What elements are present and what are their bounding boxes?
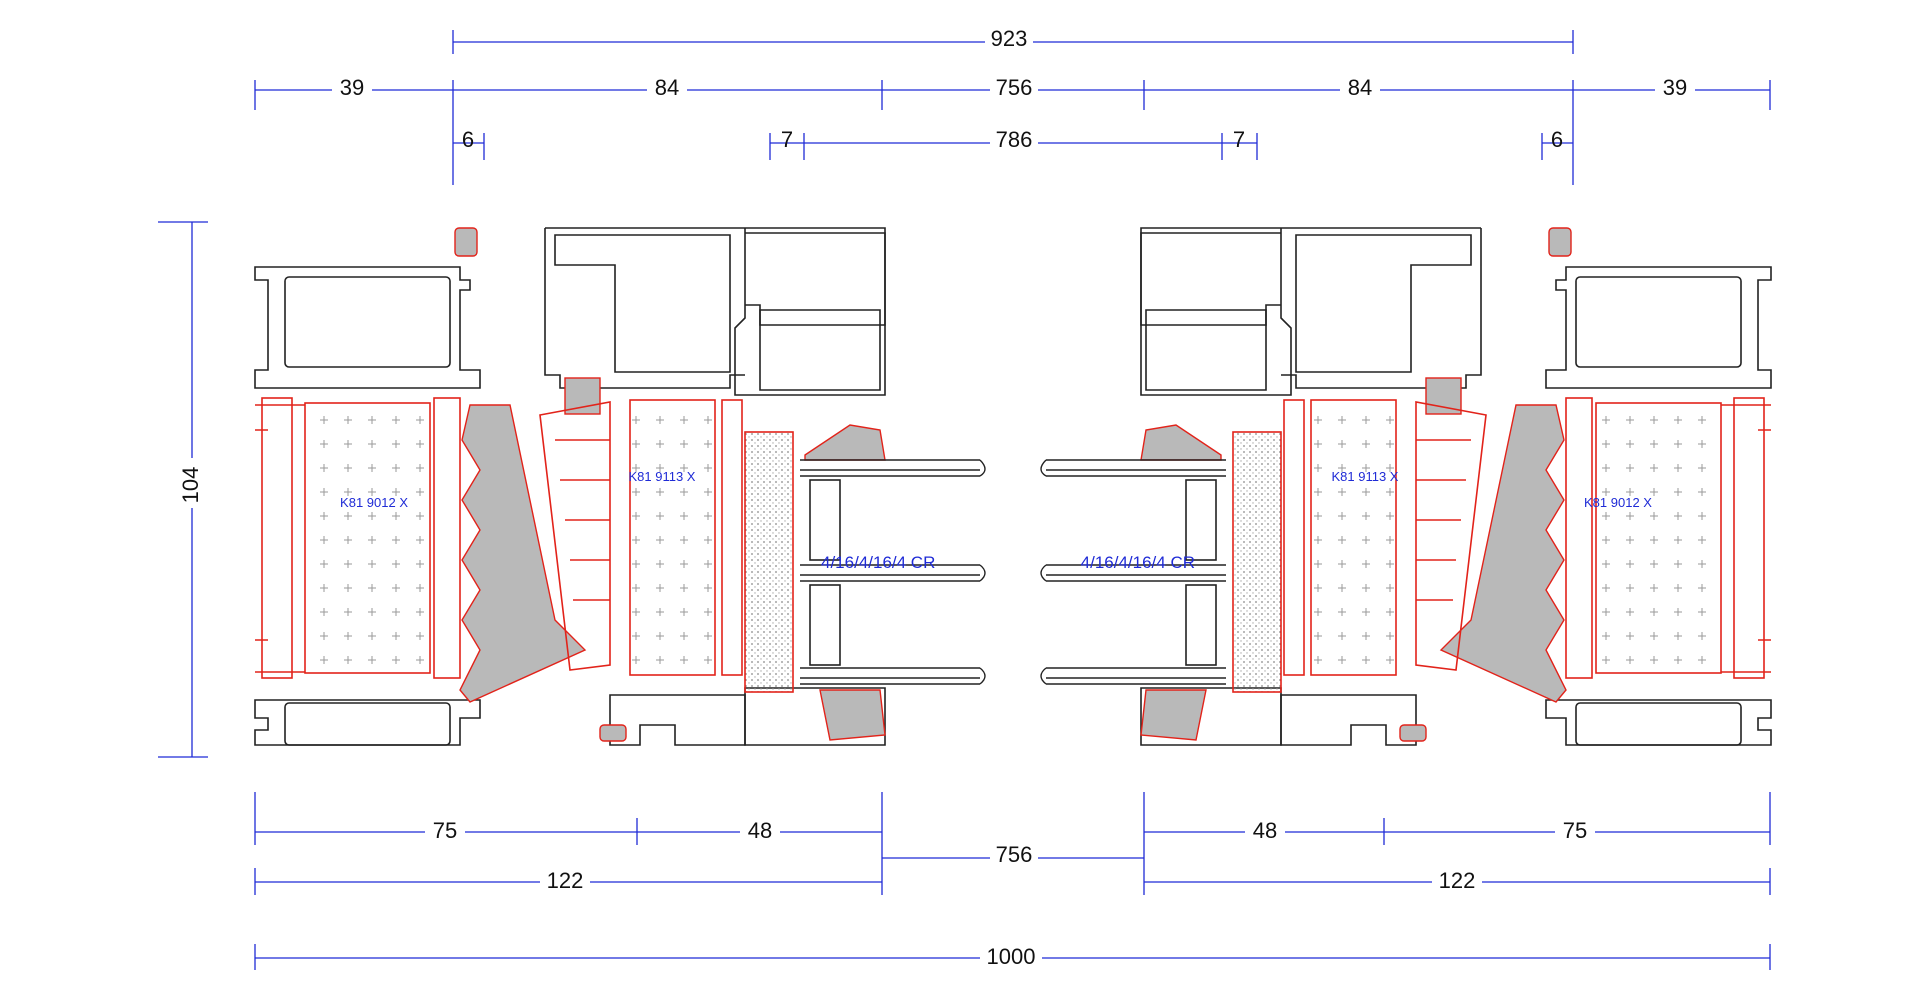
- dimension-label: 756: [996, 75, 1033, 100]
- dimension-label: 923: [991, 26, 1028, 51]
- glazing-label-left: 4/16/4/16/4 CR: [821, 553, 935, 572]
- dimension-height: 104: [158, 221, 208, 758]
- insulation-label-frame-left: K81 9012 X: [340, 495, 408, 510]
- dimension-top-row: 39 84 756 84 39: [254, 75, 1771, 185]
- dimension-label: 786: [996, 127, 1033, 152]
- glazing-label-right: 4/16/4/16/4 CR: [1081, 553, 1195, 572]
- dimension-label: 48: [1253, 818, 1277, 843]
- dimension-label: 39: [1663, 75, 1687, 100]
- gasket-wedge-right: [1439, 404, 1567, 703]
- dimension-top-overall: 923: [452, 26, 1574, 54]
- insulation-label-frame-right: K81 9012 X: [1584, 495, 1652, 510]
- dimension-label: 6: [1551, 127, 1563, 152]
- dimension-label: 84: [655, 75, 679, 100]
- dimension-label: 6: [462, 127, 474, 152]
- gasket-block-right: [1425, 377, 1462, 415]
- dimension-label: 7: [1233, 127, 1245, 152]
- dimension-label: 84: [1348, 75, 1372, 100]
- gasket-top-right: [1548, 227, 1572, 257]
- right-window-assembly: [1040, 227, 1772, 746]
- dimension-overall: 1000: [254, 944, 1771, 970]
- glazing-unit-left: [800, 459, 986, 685]
- gasket-top-left: [454, 227, 478, 257]
- glazing-gasket-top-right: [1140, 424, 1222, 461]
- insulation-label-sash-right: K81 9113 X: [1332, 469, 1399, 484]
- foam-block-right: [1232, 431, 1282, 693]
- foam-block-left: [744, 431, 794, 693]
- dimension-label: 756: [996, 842, 1033, 867]
- glazing-gasket-bottom-right: [1140, 689, 1207, 741]
- dimension-bottom-mid: 756: [882, 842, 1144, 867]
- gasket-bottom-right: [1399, 724, 1427, 742]
- dimension-label: 122: [547, 868, 584, 893]
- dimension-bottom-totals: 122 122: [254, 868, 1771, 895]
- dimension-top-sub-row: 6 7 786 7 6: [453, 127, 1573, 160]
- gasket-bottom-left: [599, 724, 627, 742]
- insulation-label-sash-left: K81 9113 X: [629, 469, 696, 484]
- dimension-label: 39: [340, 75, 364, 100]
- dimension-label: 122: [1439, 868, 1476, 893]
- dimension-bottom-row: 75 48 48 75: [254, 792, 1771, 895]
- frame-thermal-break-right: [1565, 397, 1771, 679]
- gasket-block-left: [564, 377, 601, 415]
- sash-thermal-break-left: [539, 399, 743, 676]
- glazing-gasket-top-left: [804, 424, 886, 461]
- dimension-label: 1000: [987, 944, 1036, 969]
- sash-thermal-break-right: [1283, 399, 1487, 676]
- dimension-label: 104: [178, 467, 203, 504]
- glazing-unit-right: [1040, 459, 1226, 685]
- left-window-assembly: K81 9012 X K81 9113 X: [254, 227, 986, 746]
- dimension-label: 75: [433, 818, 457, 843]
- dimension-label: 7: [781, 127, 793, 152]
- glazing-gasket-bottom-left: [819, 689, 886, 741]
- dimension-label: 75: [1563, 818, 1587, 843]
- frame-thermal-break-left: [255, 397, 461, 679]
- dimension-label: 48: [748, 818, 772, 843]
- gasket-wedge-left: [459, 404, 587, 703]
